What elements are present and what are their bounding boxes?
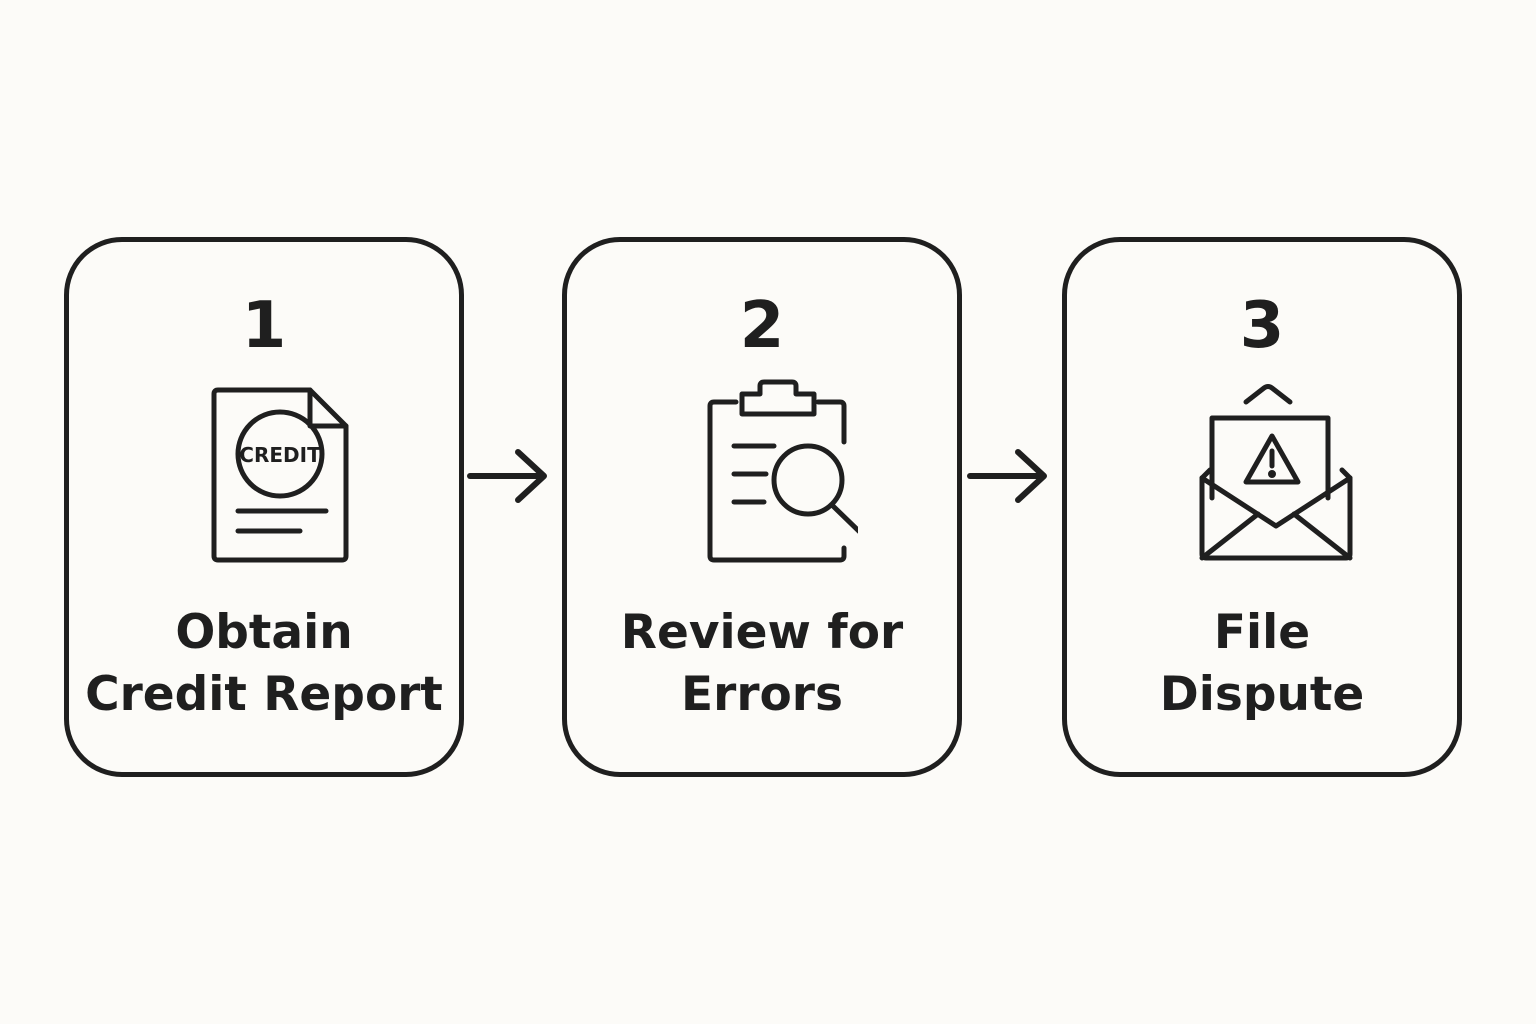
step-number: 1 (241, 289, 287, 363)
step-label-line2: Errors (681, 667, 843, 722)
credit-report-document-icon: CREDIT (180, 378, 360, 568)
step-label-line2: Credit Report (85, 667, 443, 722)
step-card-review-for-errors: 2 Review for Errors (562, 237, 962, 777)
step-number: 2 (739, 289, 785, 363)
credit-icon-text: CREDIT (239, 443, 321, 467)
step-card-file-dispute: 3 File Dispute (1062, 237, 1462, 777)
step-label-line2: Dispute (1159, 667, 1365, 722)
step-label: Review for Errors (567, 602, 957, 726)
step-label-line1: File (1213, 605, 1311, 660)
clipboard-magnifier-icon (678, 378, 858, 568)
step-label: File Dispute (1067, 602, 1457, 726)
step-card-obtain-credit-report: 1 CREDIT Obtain Credit Report (64, 237, 464, 777)
step-number: 3 (1239, 289, 1285, 363)
step-label-line1: Review for (620, 605, 904, 660)
step-label: Obtain Credit Report (69, 602, 459, 726)
step-label-line1: Obtain (175, 605, 353, 660)
envelope-warning-icon (1178, 378, 1358, 568)
arrow-right-icon (966, 440, 1050, 512)
arrow-right-icon (466, 440, 550, 512)
